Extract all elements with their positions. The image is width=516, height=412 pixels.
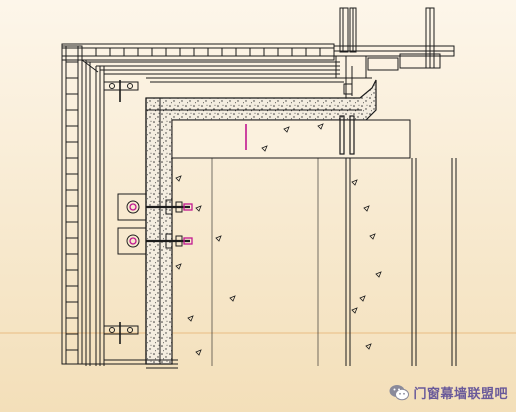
watermark-text: 门窗幕墙联盟吧 xyxy=(413,387,508,402)
aggregate-mark xyxy=(195,349,202,356)
aggregate-mark xyxy=(363,205,370,212)
bolt-head-upper xyxy=(183,203,193,211)
aggregate-mark xyxy=(175,263,182,270)
aggregate-mark xyxy=(351,179,358,186)
aggregate-mark xyxy=(195,205,202,212)
aggregate-mark xyxy=(351,307,358,314)
aggregate-mark xyxy=(215,235,222,242)
aggregate-mark xyxy=(261,145,268,152)
aggregate-mark xyxy=(365,343,372,350)
left-liner-lines xyxy=(81,59,105,366)
aggregate-mark xyxy=(283,126,290,133)
panel-anchor-bolts xyxy=(339,115,355,155)
bottom-sill xyxy=(62,359,178,369)
aggregate-mark xyxy=(375,271,382,278)
window-frame-profile xyxy=(333,7,455,98)
bolt-head-lower xyxy=(183,237,193,245)
interior-panel xyxy=(171,119,457,366)
anchor-bracket-upper xyxy=(117,193,190,221)
bolt-marker-lower xyxy=(129,237,137,245)
anchor-bracket-lower xyxy=(117,227,190,255)
aggregate-mark xyxy=(175,175,182,182)
aggregate-mark xyxy=(369,233,376,240)
watermark: 门窗幕墙联盟吧 xyxy=(389,383,508,402)
aggregate-mark xyxy=(229,295,236,302)
fastener-top xyxy=(103,80,139,102)
top-liner-lines xyxy=(86,61,344,83)
fastener-bottom xyxy=(103,322,139,344)
wechat-icon xyxy=(389,385,410,401)
aggregate-mark xyxy=(359,295,366,302)
aggregate-mark xyxy=(187,315,194,322)
aggregate-mark xyxy=(317,123,324,130)
bolt-marker-upper xyxy=(129,203,137,211)
